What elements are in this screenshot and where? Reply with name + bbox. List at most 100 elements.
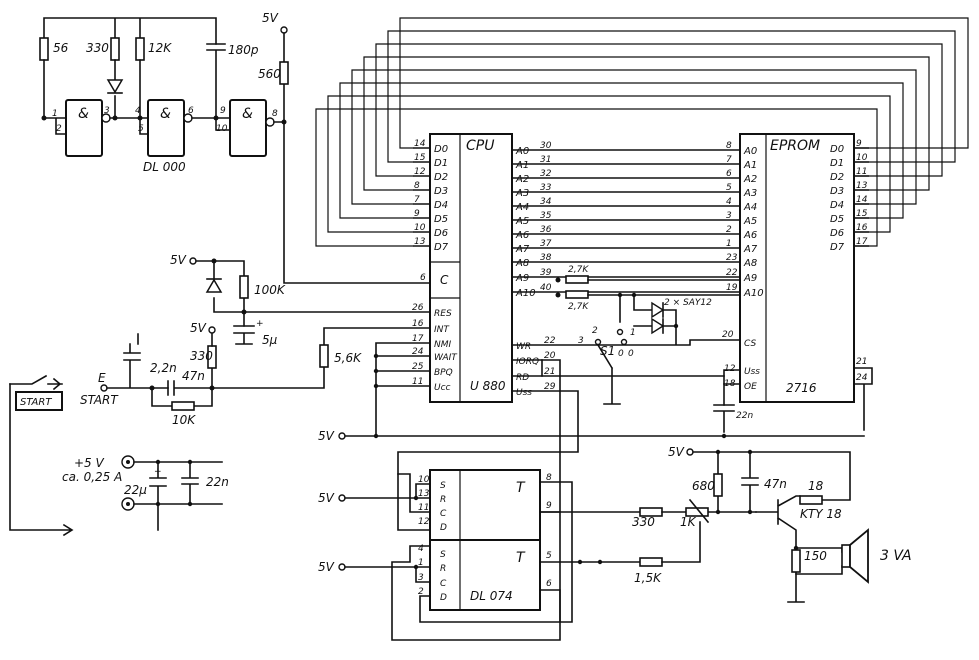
eprom-a6-pin: 2	[726, 225, 732, 235]
start-pin-label: E	[98, 371, 106, 385]
eprom-d2-pin: 11	[856, 167, 867, 177]
eprom-a8-label: A8	[743, 258, 757, 269]
cpu-r2-label: RD	[516, 373, 529, 383]
resistor-12k-label: 12K	[148, 41, 172, 55]
power-cap1-label: 22µ	[124, 483, 147, 497]
eprom-a5-label: A5	[743, 216, 757, 227]
cpu-a7-label: A7	[515, 244, 530, 255]
start-button-label: START	[20, 397, 52, 408]
audio-pot-label: 1K	[680, 515, 697, 529]
eprom-a7-label: A7	[743, 244, 758, 255]
ff-a-2-pin: 11	[418, 503, 429, 513]
cpu-ctl5-pin: 11	[412, 377, 423, 387]
ff-ic-label: DL 074	[470, 589, 513, 603]
cpu-d0-label: D0	[434, 144, 448, 155]
eprom-a1-pin: 7	[726, 155, 732, 165]
oe-cap-label: 22n	[736, 411, 753, 421]
transistor-label: KTY 18	[800, 507, 842, 521]
eprom-a5-pin: 3	[726, 211, 732, 221]
cpu-d6-label: D6	[434, 228, 448, 239]
gate-pin-1: 1	[52, 109, 58, 119]
eprom-a2-pin: 6	[726, 169, 732, 179]
ff-b-t: T	[516, 550, 526, 566]
start-cap1-label: 2,2n	[150, 361, 177, 375]
cpu-d5-pin: 9	[414, 209, 420, 219]
eprom-cs-pin: 20	[722, 330, 734, 340]
cpu-d4-pin: 7	[414, 195, 420, 205]
eprom-a8-pin: 23	[726, 253, 738, 263]
cpu-d3-pin: 8	[414, 181, 420, 191]
start-circuit: START START E 5V 2,2n 47n 330 10K 5,6K	[9, 321, 431, 537]
cpu-d6-pin: 10	[414, 223, 426, 233]
cpu-ctl1-label: INT	[434, 325, 450, 335]
eprom-d3-label: D3	[830, 186, 844, 197]
eprom-a1-label: A1	[743, 160, 757, 171]
power-text-1: +5 V	[74, 456, 105, 470]
eprom-control-wires: 22n	[397, 339, 753, 531]
cpu-a0-pin: 30	[540, 141, 552, 151]
cpu-d1-label: D1	[434, 158, 448, 169]
ff-b-3-pin: 2	[418, 587, 424, 597]
eprom-a9-label: A9	[743, 273, 757, 284]
cpu-d2-label: D2	[434, 172, 448, 183]
r-27k-a-label: 2,7K	[568, 265, 589, 275]
eprom-d5-pin: 15	[856, 209, 868, 219]
eprom-d4-label: D4	[830, 200, 844, 211]
eprom-title: EPROM	[770, 138, 820, 154]
eprom-a3-pin: 5	[726, 183, 732, 193]
cpu-ic-label: U 880	[470, 379, 506, 393]
cpu-a10-label: A10	[515, 288, 536, 299]
speaker-label: 3 VA	[880, 548, 912, 564]
eprom-d0-label: D0	[830, 144, 844, 155]
cpu-a8-pin: 38	[540, 253, 552, 263]
clock-pullup: 5V 560	[258, 11, 431, 284]
eprom-chip: EPROM 2716 A08A17A26A35A44A53A62A71A823A…	[722, 133, 873, 431]
start-r56k-label: 5,6K	[334, 351, 362, 365]
eprom-d7-label: D7	[830, 242, 845, 253]
cpu-clock-pin: 6	[420, 273, 426, 283]
cpu-r3-label: Uss	[516, 388, 532, 398]
cpu-a6-label: A6	[515, 230, 529, 241]
ff-b-1-pin: 1	[418, 558, 424, 568]
cpu-a1-label: A1	[515, 160, 529, 171]
eprom-d3-pin: 13	[856, 181, 868, 191]
data-bus-line-4	[351, 69, 917, 205]
gate-pin-10: 10	[216, 124, 228, 134]
ff-a-0-pin: 10	[418, 475, 430, 485]
address-select-network: 2,7K 2,7K 2 × SAY12 2 3 1 S1 0 0	[555, 265, 741, 405]
reset-vcc-label: 5V	[170, 253, 187, 267]
ff-a-3-label: D	[440, 523, 447, 533]
cpu-a2-label: A2	[515, 174, 529, 185]
eprom-a2-label: A2	[743, 174, 757, 185]
ff-a-1-label: R	[440, 495, 446, 505]
eprom-pin-21: 21	[856, 357, 867, 367]
cpu-a3-label: A3	[515, 188, 529, 199]
ff-a-0-label: S	[440, 481, 446, 491]
capacitor-180p-label: 180p	[228, 43, 259, 57]
start-vcc-label: 5V	[190, 321, 207, 335]
eprom-d4-pin: 14	[856, 195, 868, 205]
eprom-a0-pin: 8	[726, 141, 732, 151]
cpu-r1-pin: 20	[544, 351, 556, 361]
cpu-ctl5-label: Ucc	[434, 383, 451, 393]
cpu-a2-pin: 32	[540, 169, 552, 179]
eprom-uss-label: Uss	[744, 367, 760, 377]
start-button[interactable]	[15, 391, 63, 411]
ff-vcc-a: 5V	[318, 491, 335, 505]
cpu-d1-pin: 15	[414, 153, 426, 163]
resistor-56-label: 56	[53, 41, 69, 55]
cpu-ctl0-label: RES	[434, 309, 452, 319]
cpu-a4-pin: 34	[540, 197, 552, 207]
gate-pin-2: 2	[56, 124, 62, 134]
bus-vcc-label: 5V	[318, 429, 335, 443]
switch-pin-3: 3	[578, 336, 584, 346]
ff-a-out-1: 9	[546, 501, 552, 511]
data-bus-line-1	[387, 30, 956, 163]
cpu-a6-pin: 36	[540, 225, 552, 235]
eprom-d5-label: D5	[830, 214, 844, 225]
cpu-a5-label: A5	[515, 216, 529, 227]
cpu-a1-pin: 31	[540, 155, 551, 165]
ff-a-1-pin: 13	[418, 489, 430, 499]
data-bus-line-5	[339, 82, 904, 219]
svg-text:+: +	[154, 467, 162, 477]
